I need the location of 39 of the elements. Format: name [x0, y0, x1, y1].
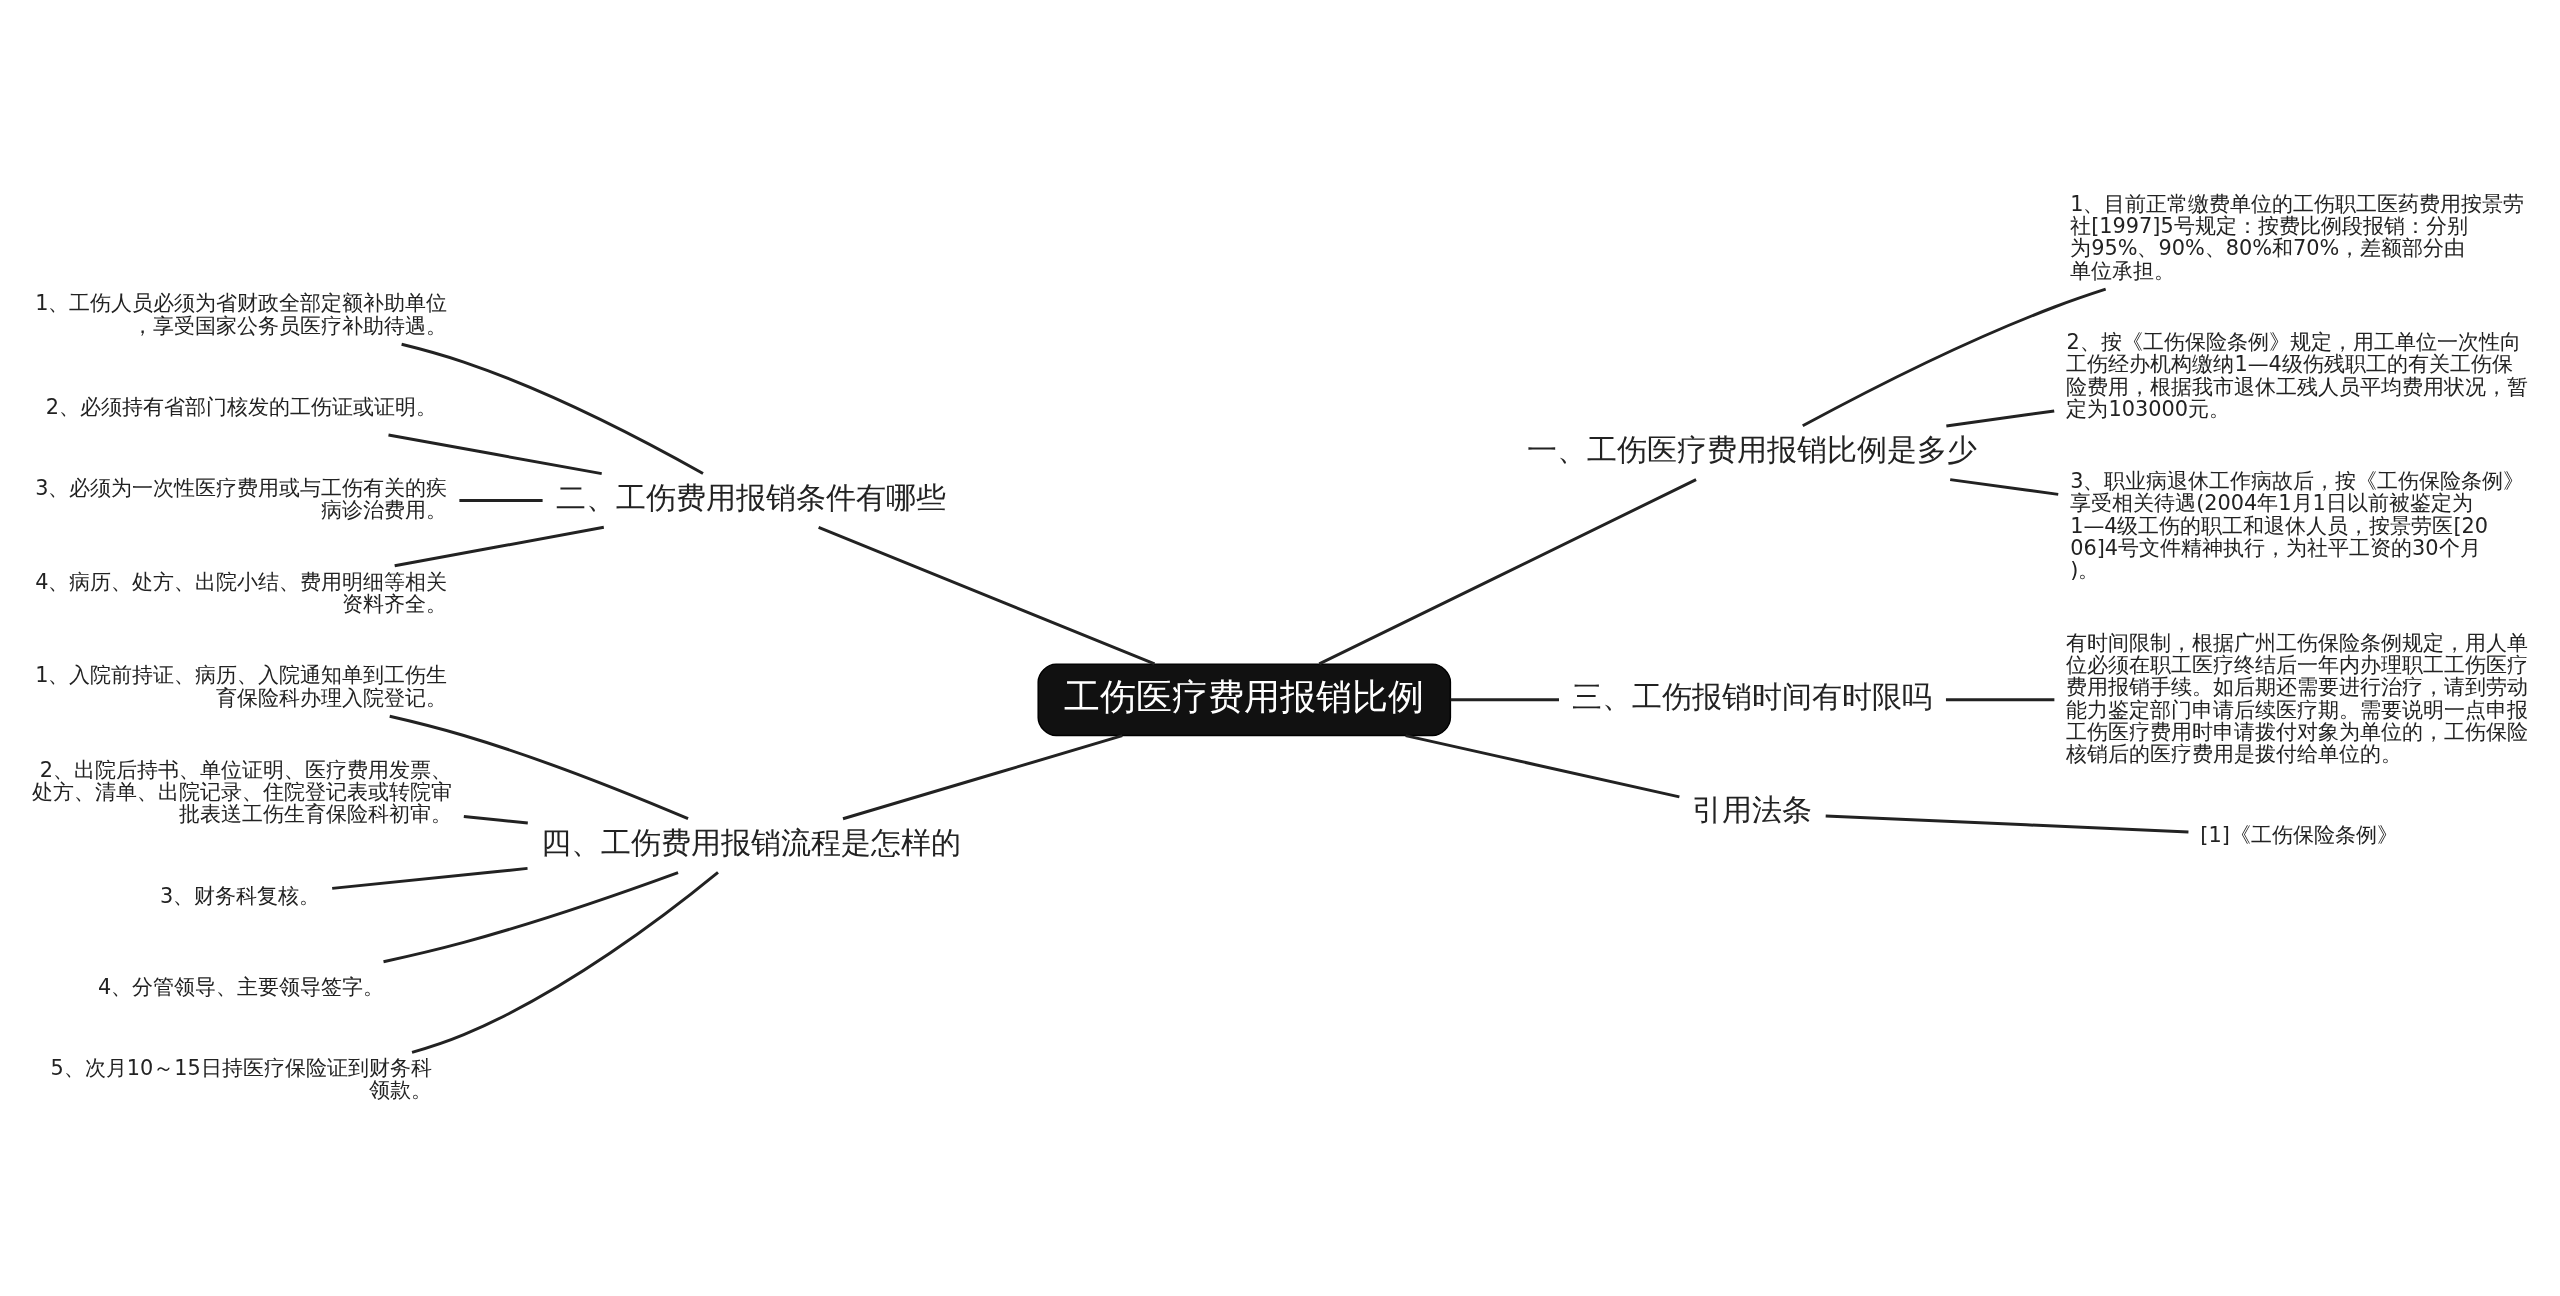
connector — [332, 866, 528, 890]
node-text: 2、出院后持书、单位证明、医疗费用发票、处方、清单、出院记录、住院登记表或转院审批表送工伤生育保险科初审。 — [31, 757, 452, 826]
node-text: 4、病历、处方、出院小结、费用明细等相关资料齐全。 — [35, 569, 448, 616]
node-text: 引用法条 — [1692, 791, 1813, 827]
node-text: 1、目前正常缴费单位的工伤职工医药费用按景劳社[1997]5号规定：按费比例段报销：分别为95%、90%、80%和70%，差额部分由单位承担。 — [2070, 191, 2525, 283]
connector — [1945, 697, 2055, 701]
connector — [388, 433, 602, 475]
connector — [1318, 477, 1697, 665]
node-text: 4、分管领导、主要领导签字。 — [97, 974, 385, 999]
connector — [818, 525, 1156, 665]
node-text: 3、财务科复核。 — [159, 883, 321, 908]
node-text: 1、入院前持证、病历、入院通知单到工伤生育保险科办理入院登记。 — [35, 662, 448, 710]
connector — [411, 870, 719, 1054]
node-text: 1、工伤人员必须为省财政全部定额补助单位，享受国家公务员医疗补助待遇。 — [35, 290, 448, 338]
node-text: 3、职业病退休工作病故后，按《工伤保险条例》享受相关待遇(2004年1月1日以前被鉴定为1—4级工伤的职工和退休人员，按景劳医[2006]4号文件精神执行，为社平工资的30个月)。 — [2070, 468, 2525, 582]
node-text: 一、工伤医疗费用报销比例是多少 — [1527, 431, 1978, 467]
connector — [1802, 287, 2107, 427]
node-text: 3、必须为一次性医疗费用或与工伤有关的疾病诊治费用。 — [35, 475, 448, 522]
connector — [463, 814, 528, 824]
connector — [383, 870, 679, 963]
node-text: 2、必须持有省部门核发的工伤证或证明。 — [45, 394, 438, 419]
node-text: 二、工伤费用报销条件有哪些 — [556, 479, 946, 515]
connector — [1450, 697, 1559, 701]
node-text: [1]《工伤保险条例》 — [2200, 822, 2398, 847]
node-text: 5、次月10～15日持医疗保险证到财务科领款。 — [50, 1055, 432, 1102]
node-box: 工伤医疗费用报销比例 — [1037, 662, 1452, 736]
connector — [1946, 409, 2055, 427]
connector — [1949, 477, 2059, 496]
node-text: 四、工伤费用报销流程是怎样的 — [541, 824, 961, 860]
node-text: 三、工伤报销时间有时限吗 — [1572, 678, 1933, 714]
connector — [842, 733, 1123, 820]
connector — [394, 525, 605, 567]
node-text: 2、按《工伤保险条例》规定，用工单位一次性向工伤经办机构缴纳1—4级伤残职工的有关工伤保险费用，根据我市退休工残人员平均费用状况，暂定为103000元。 — [2066, 329, 2529, 421]
connector — [459, 498, 543, 502]
node-text: 有时间限制，根据广州工伤保险条例规定，用人单位必须在职工医疗终结后一年内办理职工工伤医疗费用报销手续。如后期还需要进行治疗，请到劳动能力鉴定部门申请后续医疗期。需要说明一点申报工伤医疗费用时申请拨付对象为单位的，工伤保险核销后的医疗费用是拨付给单位的。 — [2066, 630, 2529, 766]
connector — [401, 342, 704, 475]
connector — [1825, 814, 2189, 833]
connector — [389, 714, 689, 820]
connector — [1405, 733, 1680, 798]
